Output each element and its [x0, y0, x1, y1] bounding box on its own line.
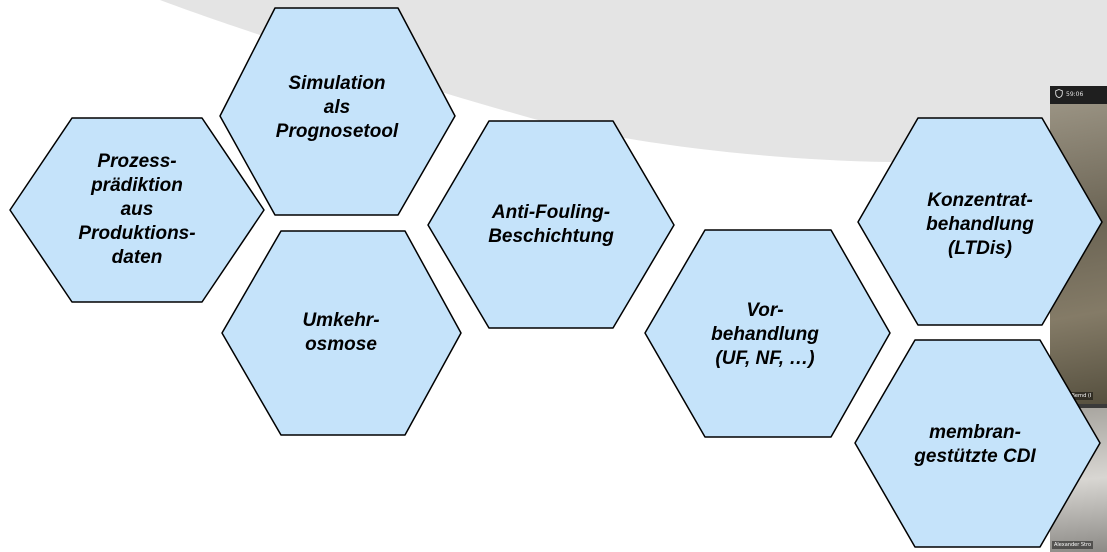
video-call-topbar: 59:06: [1050, 86, 1107, 104]
hexagon-umkehrosmose: [221, 230, 462, 436]
hexagon-simulation: [219, 7, 456, 216]
hexagon-vorbehandlung: [644, 229, 891, 438]
hexagon-membran: [854, 339, 1101, 548]
hexagon-konzentrat: [857, 117, 1103, 326]
shield-icon: [1055, 89, 1063, 98]
participant-name: Alexander Stro: [1052, 541, 1094, 549]
hexagon-prozess: [9, 117, 265, 303]
call-timer: 59:06: [1066, 91, 1084, 98]
hexagon-antifouling: [427, 120, 675, 329]
